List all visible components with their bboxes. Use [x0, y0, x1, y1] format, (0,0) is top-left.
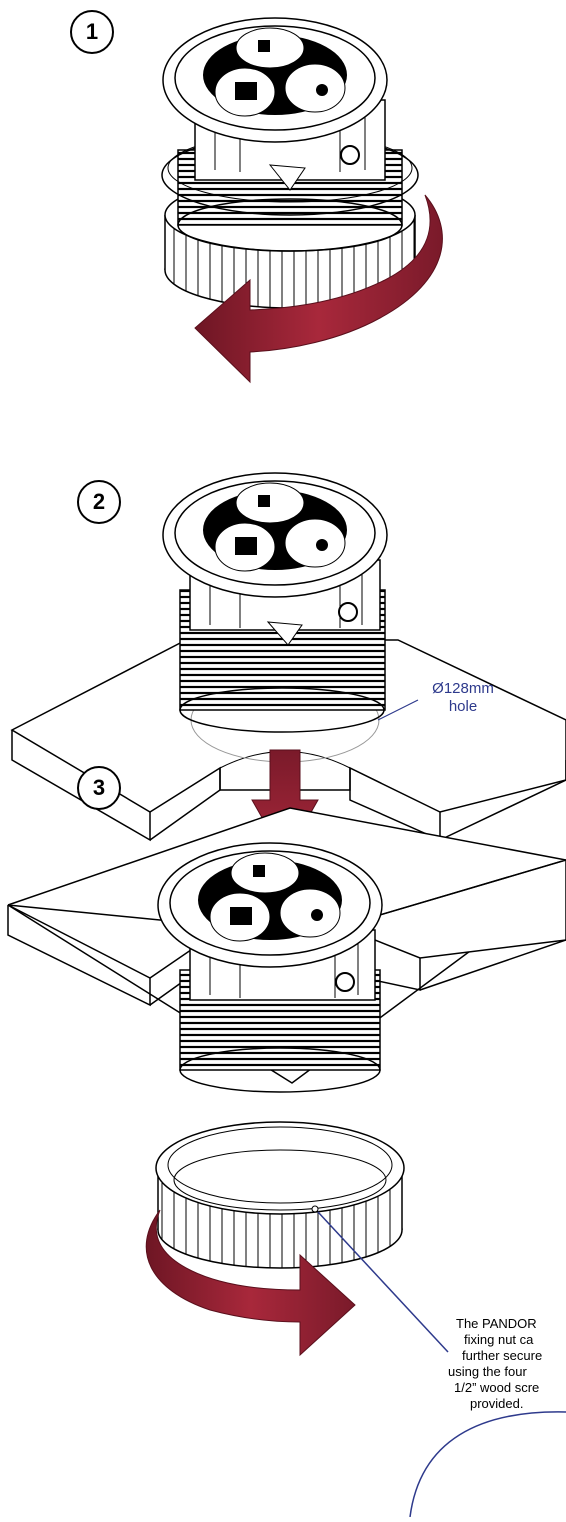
note-line-2: fixing nut ca — [464, 1332, 534, 1347]
hole-dimension-label: Ø128mm hole — [418, 680, 508, 716]
step-1-illustration — [161, 17, 443, 384]
lid-plate-3 — [157, 842, 383, 968]
rotate-arrow-icon-3 — [145, 1209, 356, 1357]
step-3-number: 3 — [92, 775, 106, 800]
lid-plate-2 — [162, 472, 388, 598]
step-3-illustration — [7, 807, 566, 1518]
fixing-nut-note: The PANDOR fixing nut ca further secure … — [448, 1316, 566, 1412]
lid-plate — [162, 17, 388, 143]
note-line-3: further secure — [462, 1348, 543, 1363]
rotate-arrow-icon — [194, 194, 443, 384]
note-line-4: using the four — [448, 1364, 527, 1379]
step-3-badge: 3 — [77, 766, 121, 810]
step-2-badge: 2 — [77, 480, 121, 524]
hole-dimension-line1: Ø128mm — [432, 680, 494, 697]
note-line-5: 1/2” wood scre — [454, 1380, 540, 1395]
step-2-illustration — [10, 472, 566, 860]
note-line-6: provided. — [470, 1396, 524, 1411]
step-1-badge: 1 — [70, 10, 114, 54]
step-1-number: 1 — [85, 19, 99, 44]
hole-dimension-line2: hole — [448, 698, 478, 715]
fixing-nut-3 — [155, 1121, 405, 1269]
note-line-1: The PANDOR — [456, 1316, 537, 1331]
hole-leader-line — [377, 699, 419, 721]
step-2-number: 2 — [92, 489, 106, 514]
screw-leader-line — [317, 1211, 566, 1518]
